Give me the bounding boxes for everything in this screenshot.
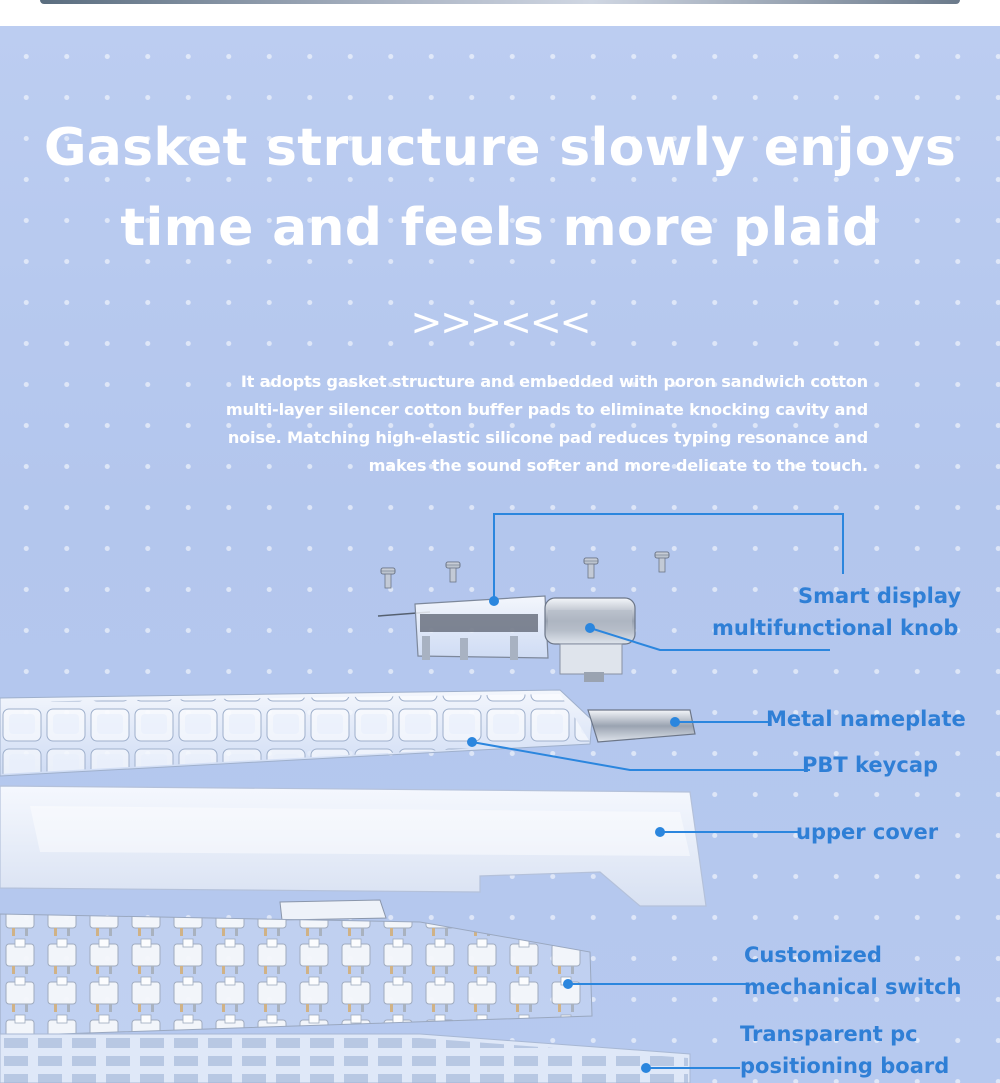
top-strip [0, 0, 1000, 26]
callout-board-line-2: positioning board [740, 1054, 950, 1078]
knob-leader-top [493, 513, 844, 601]
keycap-leader [471, 741, 810, 771]
positioning-plate [0, 1033, 691, 1083]
callout-switch-line-1: Customized [744, 943, 882, 967]
description-line-4: makes the sound softer and more delicate… [368, 456, 869, 475]
feature-panel: Gasket structure slowly enjoys time and … [0, 26, 1000, 1083]
callout-keycap: PBT keycap [802, 753, 939, 777]
callout-nameplate: Metal nameplate [766, 707, 966, 731]
callout-knob-line-2: multifunctional knob [712, 616, 959, 640]
screws [380, 551, 670, 589]
switch-layer [0, 913, 593, 1037]
callout-knob-line-1: Smart display [798, 584, 962, 608]
description-line-1: It adopts gasket structure and embedded … [240, 372, 868, 391]
keycap-layer [0, 689, 696, 777]
headline-line-1: Gasket structure slowly enjoys [43, 118, 957, 178]
upper-cover [0, 785, 707, 921]
knob-module [377, 595, 636, 682]
leader-dots [467, 596, 680, 1073]
description-line-2: multi-layer silencer cotton buffer pads … [225, 400, 868, 419]
exploded-keyboard-illustration [0, 513, 844, 1083]
previous-image-edge [40, 0, 960, 4]
headline-line-2: time and feels more plaid [120, 198, 880, 258]
callout-board-line-1: Transparent pc [740, 1022, 918, 1046]
description-line-3: noise. Matching high-elastic silicone pa… [227, 428, 868, 447]
leader-lines [471, 513, 844, 1069]
callout-upper-cover: upper cover [796, 820, 939, 844]
description: It adopts gasket structure and embedded … [120, 368, 868, 480]
callout-switch-line-2: mechanical switch [744, 975, 962, 999]
chevron-divider: >>><<< [410, 300, 591, 344]
headline: Gasket structure slowly enjoys time and … [0, 108, 1000, 268]
knob-leader [589, 627, 830, 651]
